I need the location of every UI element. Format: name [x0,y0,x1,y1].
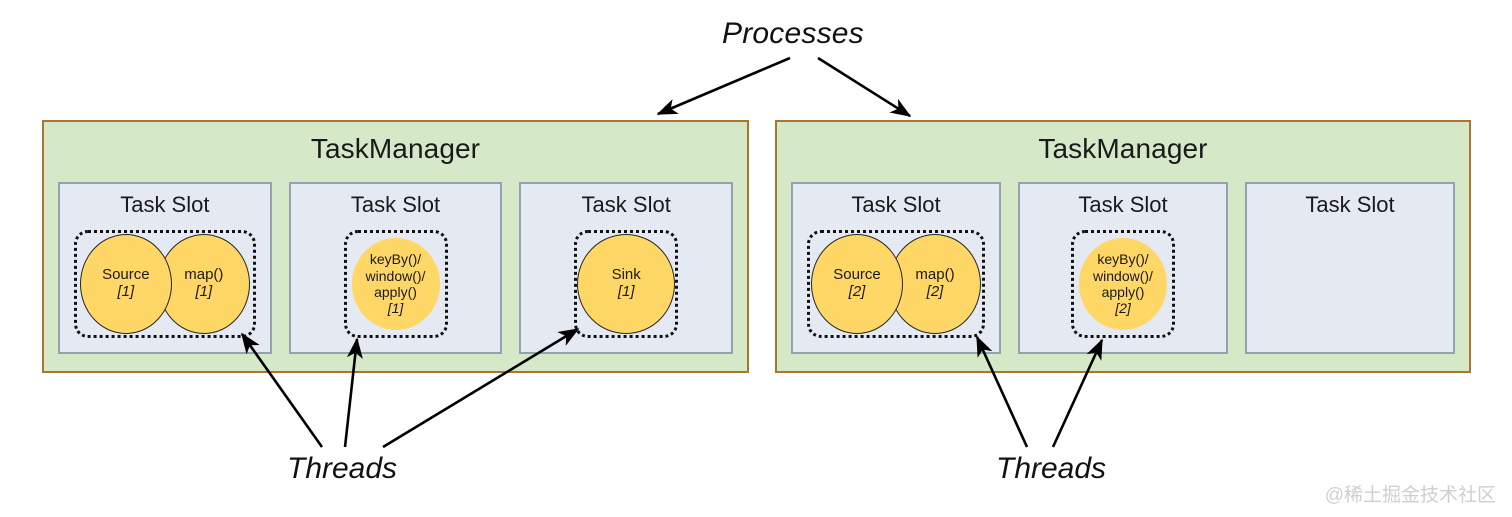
operator-name: Source [833,266,881,284]
task-slot[interactable]: Task Slot keyBy()/window()/apply() [2] [1018,182,1228,354]
task-slot-title: Task Slot [1078,192,1168,217]
operator-index: [2] [926,283,944,300]
task-slot-title: Task Slot [581,192,671,217]
arrow-processes-left [656,56,791,116]
thread-box: Source [1] map() [1] [74,230,256,338]
operator-name: Source [102,266,150,284]
operator-circle: map() [1] [157,234,250,334]
operator-name: keyBy()/window()/apply() [365,251,426,301]
taskmanager-2: TaskManager Task Slot Source [2] map() [… [775,120,1471,373]
threads-label-left: Threads [287,452,398,485]
task-slot-empty[interactable]: Task Slot [1245,182,1455,354]
taskmanager-1: TaskManager Task Slot Source [1] map() [… [42,120,749,373]
task-slot[interactable]: Task Slot Source [2] map() [2] [791,182,1001,354]
task-slot-title: Task Slot [851,192,941,217]
thread-box: Sink [1] [574,230,679,338]
operator-name: Sink [611,266,641,284]
operator-index: [2] [848,283,866,300]
operator-circle: Source [2] [811,234,903,334]
operator-index: [1] [387,299,404,316]
operator-circle: keyBy()/window()/apply() [2] [1079,238,1167,330]
operator-index: [1] [195,283,213,300]
operator-circle: Sink [1] [577,234,676,334]
task-slot-title: Task Slot [1305,192,1395,217]
taskmanager-title: TaskManager [310,133,481,164]
watermark: @稀土掘金技术社区 [1324,485,1496,506]
task-slot-title: Task Slot [120,192,210,217]
thread-box: keyBy()/window()/apply() [1] [343,230,448,338]
operator-index: [2] [1115,299,1131,316]
task-slot-row: Task Slot Source [1] map() [1] [58,182,734,354]
operator-circle: Source [1] [79,234,172,334]
task-slot[interactable]: Task Slot Sink [1] [519,182,734,354]
task-slot-title: Task Slot [350,192,441,217]
processes-label: Processes [722,17,864,50]
operator-index: [1] [117,283,135,300]
operator-circle: map() [2] [889,234,981,334]
operator-chain: Source [1] map() [1] [79,234,250,334]
operator-name: keyBy()/window()/apply() [1093,251,1153,301]
operator-name: map() [184,266,224,284]
operator-name: map() [915,266,955,284]
thread-box: keyBy()/window()/apply() [2] [1071,230,1175,338]
taskmanager-title: TaskManager [1038,133,1208,164]
operator-circle: keyBy()/window()/apply() [1] [351,238,440,330]
operator-chain: Source [2] map() [2] [811,234,981,334]
thread-box: Source [2] map() [2] [807,230,985,338]
threads-label-right: Threads [996,452,1107,485]
arrow-processes-right [817,56,912,118]
task-slot[interactable]: Task Slot Source [1] map() [1] [58,182,272,354]
task-slot[interactable]: Task Slot keyBy()/window()/apply() [1] [288,182,503,354]
operator-index: [1] [617,283,635,300]
task-slot-row: Task Slot Source [2] map() [2] [791,182,1455,354]
